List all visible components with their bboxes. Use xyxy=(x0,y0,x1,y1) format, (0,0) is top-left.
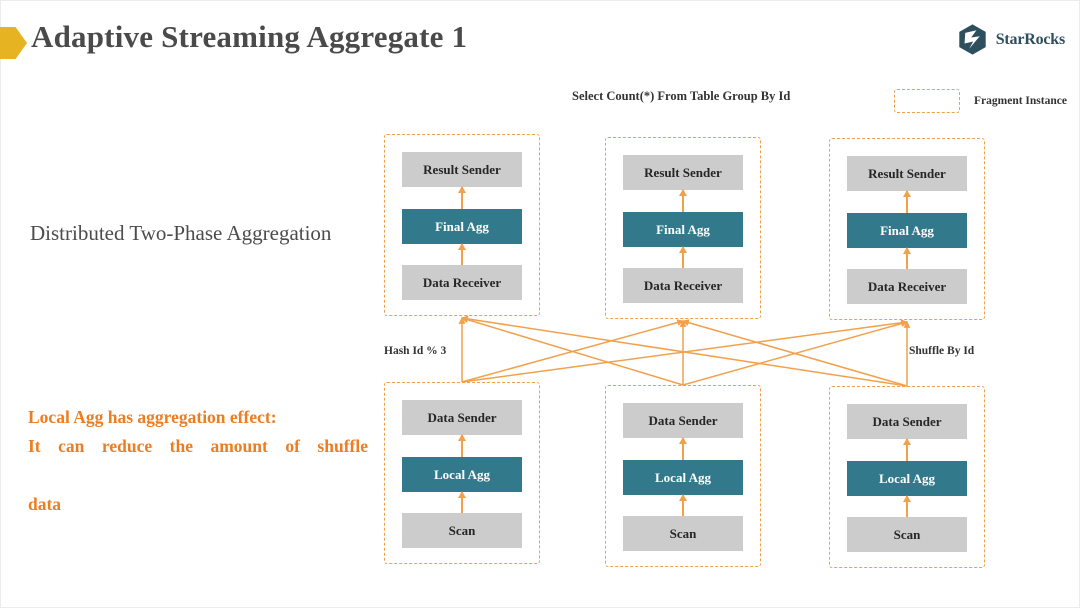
caption-local-agg-note: Local Agg has aggregation effect: It can… xyxy=(28,403,368,519)
node-data-receiver: Data Receiver xyxy=(623,268,743,303)
legend-label: Fragment Instance xyxy=(974,95,1067,107)
node-local-agg: Local Agg xyxy=(847,461,967,496)
node-result-sender: Result Sender xyxy=(623,155,743,190)
node-local-agg: Local Agg xyxy=(402,457,522,492)
flow-arrow-up-icon xyxy=(679,494,687,516)
mesh-edge xyxy=(682,319,908,387)
shuffle-label-left: Hash Id % 3 xyxy=(384,345,447,357)
caption-line-1: Local Agg has aggregation effect: xyxy=(28,407,277,427)
flow-arrow-up-icon xyxy=(903,495,911,517)
mesh-edge xyxy=(461,319,684,383)
starrocks-logo: StarRocks xyxy=(956,23,1065,56)
mesh-edge xyxy=(682,320,908,386)
node-result-sender: Result Sender xyxy=(847,156,967,191)
flow-arrow-up-icon xyxy=(458,186,466,209)
mesh-edge xyxy=(460,315,908,387)
flow-arrow-up-icon xyxy=(903,190,911,213)
mesh-edge xyxy=(461,319,909,383)
node-data-receiver: Data Receiver xyxy=(847,269,967,304)
flow-arrow-up-icon xyxy=(679,246,687,268)
flow-arrow-up-icon xyxy=(903,247,911,269)
mesh-edge xyxy=(461,316,684,386)
node-data-sender: Data Sender xyxy=(402,400,522,435)
shuffle-label-right: Shuffle By Id xyxy=(909,345,975,357)
node-final-agg: Final Agg xyxy=(623,212,743,247)
node-final-agg: Final Agg xyxy=(847,213,967,248)
flow-arrow-up-icon xyxy=(679,189,687,212)
node-data-receiver: Data Receiver xyxy=(402,265,522,300)
caption-two-phase-aggregation: Distributed Two-Phase Aggregation xyxy=(30,221,332,245)
flow-arrow-up-icon xyxy=(458,491,466,513)
legend-fragment-swatch xyxy=(894,89,960,113)
node-result-sender: Result Sender xyxy=(402,152,522,187)
brand-name: StarRocks xyxy=(995,30,1066,48)
flow-arrow-up-icon xyxy=(458,434,466,457)
query-annotation: Select Count(*) From Table Group By Id xyxy=(572,89,791,103)
node-data-sender: Data Sender xyxy=(847,404,967,439)
flow-arrow-up-icon xyxy=(458,243,466,265)
node-scan: Scan xyxy=(847,517,967,552)
starrocks-hexagon-bolt-icon xyxy=(958,24,986,55)
caption-line-3: data xyxy=(28,494,62,514)
node-local-agg: Local Agg xyxy=(623,460,743,495)
flow-arrow-up-icon xyxy=(679,437,687,460)
node-data-sender: Data Sender xyxy=(623,403,743,438)
node-scan: Scan xyxy=(623,516,743,551)
flow-arrow-up-icon xyxy=(903,438,911,461)
caption-line-2: It can reduce the amount of shuffle xyxy=(28,436,368,456)
title-bullet-icon xyxy=(0,27,27,59)
page-title: Adaptive Streaming Aggregate 1 xyxy=(31,19,468,54)
node-scan: Scan xyxy=(402,513,522,548)
legend: Fragment Instance xyxy=(894,89,1067,113)
node-final-agg: Final Agg xyxy=(402,209,522,244)
